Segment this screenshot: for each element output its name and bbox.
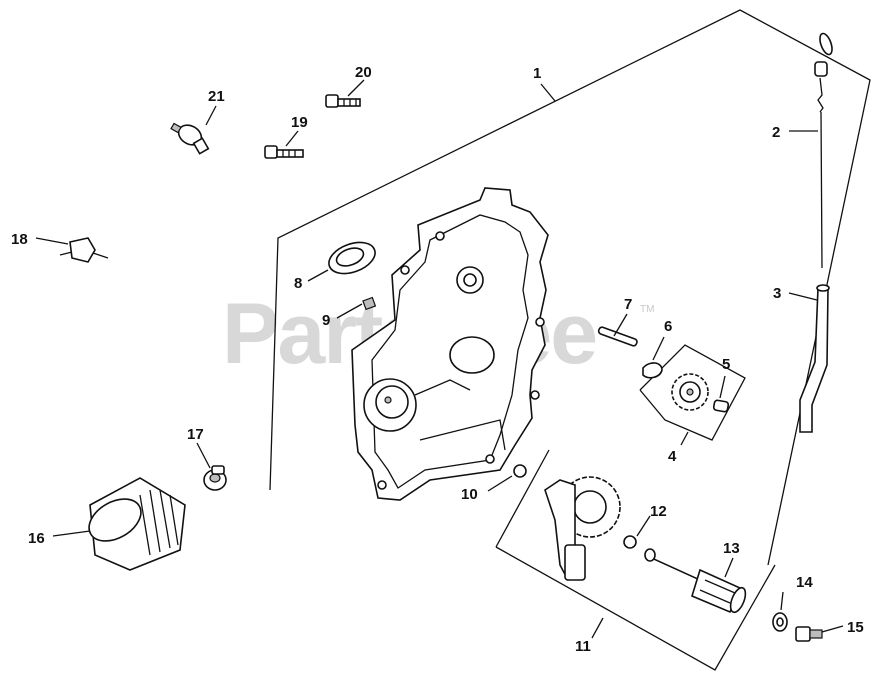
callout-16: 16	[28, 530, 45, 547]
dipstick-tube[interactable]	[799, 284, 830, 433]
o-ring-10[interactable]	[513, 464, 527, 478]
oil-pump-assembly-box	[639, 344, 746, 441]
callout-7: 7	[624, 296, 632, 313]
callout-10: 10	[461, 486, 478, 503]
callout-13: 13	[723, 540, 740, 557]
callout-14: 14	[796, 574, 813, 591]
callout-4: 4	[668, 448, 677, 465]
oil-seal[interactable]	[325, 237, 380, 280]
oil-pressure-switch[interactable]	[170, 121, 210, 155]
retaining-clip[interactable]	[642, 362, 663, 379]
callout-8: 8	[294, 275, 302, 292]
callout-12: 12	[650, 503, 667, 520]
pump-gear[interactable]	[671, 373, 709, 411]
o-ring-12[interactable]	[623, 535, 637, 549]
callout-numbers: 1 2 3 4 5 6 7 8 9 10 11 12 13 14 15 16 1…	[11, 64, 864, 655]
washer[interactable]	[772, 612, 788, 632]
callout-19: 19	[291, 114, 308, 131]
closure-plate[interactable]	[351, 187, 549, 501]
elbow-fitting[interactable]	[59, 237, 109, 263]
assembly-outline	[269, 9, 871, 671]
pump-pin[interactable]	[712, 399, 730, 413]
dipstick[interactable]	[814, 32, 834, 269]
small-nut[interactable]	[362, 296, 377, 311]
callout-2: 2	[772, 124, 780, 141]
callout-3: 3	[773, 285, 781, 302]
callout-21: 21	[208, 88, 225, 105]
callout-18: 18	[11, 231, 28, 248]
filter-nipple[interactable]	[203, 465, 227, 491]
callout-15: 15	[847, 619, 864, 636]
bolt-19[interactable]	[264, 145, 304, 159]
callout-1: 1	[533, 65, 541, 82]
leader-lines	[35, 79, 844, 639]
drain-plug[interactable]	[795, 626, 823, 642]
pin[interactable]	[597, 326, 638, 347]
callout-9: 9	[322, 312, 330, 329]
oil-filter[interactable]	[82, 477, 186, 571]
callout-11: 11	[575, 638, 591, 655]
oil-pickup[interactable]	[644, 548, 748, 614]
callout-5: 5	[722, 356, 730, 373]
trademark-mark: TM	[640, 304, 655, 315]
bolt-20[interactable]	[325, 94, 361, 108]
oil-pump-assembly[interactable]	[544, 476, 621, 582]
callout-6: 6	[664, 318, 672, 335]
callout-17: 17	[187, 426, 204, 443]
callout-20: 20	[355, 64, 372, 81]
